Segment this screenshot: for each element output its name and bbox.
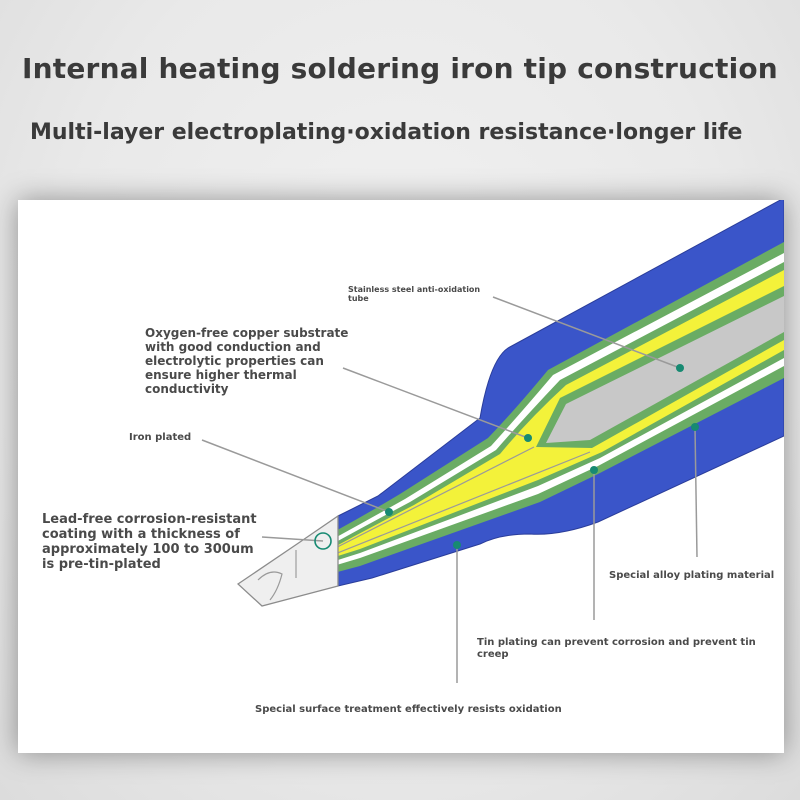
marker-tin: [590, 466, 598, 474]
inner-line-upper: [299, 446, 535, 567]
label-lead-free-coating: Lead-free corrosion-resistant coating wi…: [42, 512, 257, 572]
copper-substrate-layer: [300, 270, 784, 568]
leader-copper: [342, 367, 529, 439]
marker-alloy: [691, 423, 699, 431]
soldering-tip-diagram: [201, 200, 784, 683]
tip-face-arc: [257, 571, 283, 601]
label-iron-plated: Iron plated: [129, 432, 192, 443]
stainless-steel-core: [546, 296, 784, 443]
marker-surface: [453, 541, 461, 549]
label-stainless-tube: Stainless steel anti-oxidation tube: [348, 285, 481, 303]
leader-iron: [201, 439, 390, 513]
marker-lead-free-ring: [314, 532, 332, 550]
label-copper-substrate: Oxygen-free copper substrate with good c…: [145, 326, 349, 396]
label-surface-treatment: Special surface treatment effectively re…: [255, 704, 562, 715]
page-subtitle: Multi-layer electroplating·oxidation res…: [30, 120, 743, 145]
marker-iron: [385, 508, 393, 516]
label-tin-plating: Tin plating can prevent corrosion and pr…: [477, 637, 756, 660]
leader-lead-free: [261, 536, 324, 542]
diagram-panel: Stainless steel anti-oxidation tube Oxyg…: [18, 200, 784, 753]
page-title: Internal heating soldering iron tip cons…: [22, 52, 778, 85]
leader-alloy: [694, 426, 698, 558]
marker-stainless: [676, 364, 684, 372]
label-special-alloy: Special alloy plating material: [609, 570, 775, 581]
inner-line-lower: [299, 451, 591, 569]
leader-stainless: [492, 296, 681, 369]
markers: [385, 364, 699, 549]
leader-lines: [201, 296, 698, 683]
tip-silver-body: [236, 514, 339, 607]
marker-copper: [524, 434, 532, 442]
